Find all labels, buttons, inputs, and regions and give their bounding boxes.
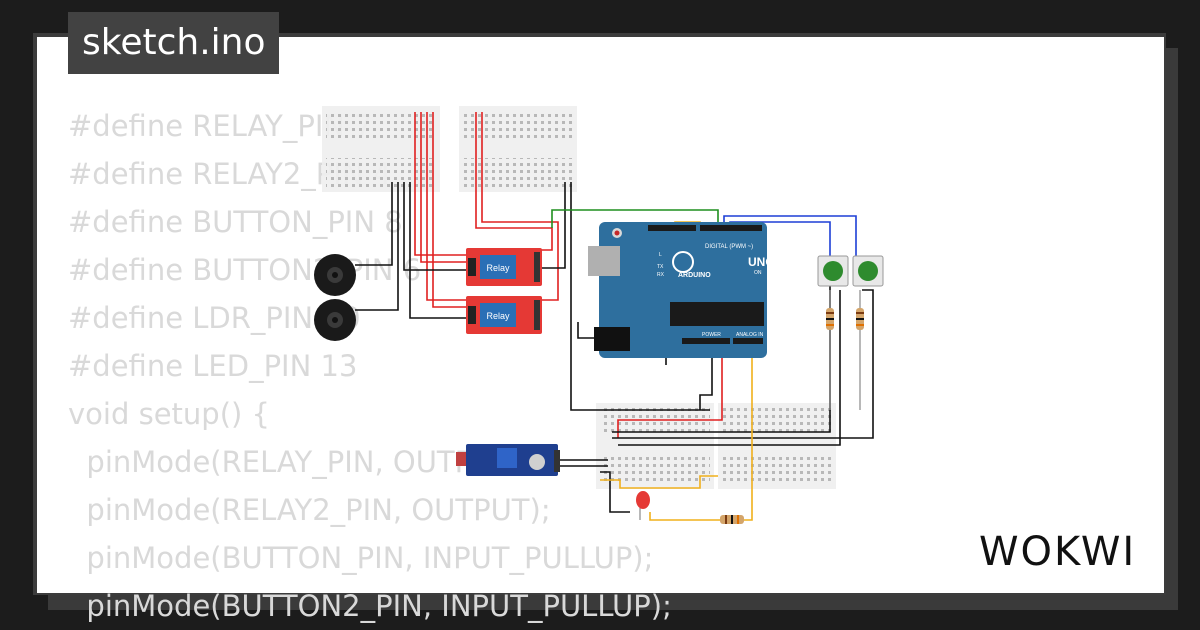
ldr-sensor-module xyxy=(456,444,560,476)
code-line: #define RELAY_PIN 7 xyxy=(68,109,373,143)
led-tx-label: TX xyxy=(657,264,664,270)
wires-red xyxy=(414,112,723,438)
board-brand-label: ARDUINO xyxy=(678,272,711,279)
resistor-2 xyxy=(856,290,864,410)
code-line: pinMode(RELAY2_PIN, OUTPUT); xyxy=(68,493,551,527)
buzzer-2 xyxy=(314,299,356,341)
code-line: #define LED_PIN 13 xyxy=(68,349,358,383)
led-on-label: ON xyxy=(754,270,762,276)
wokwi-logo-text: WOKWI xyxy=(979,529,1136,575)
relay-1-label: Relay xyxy=(486,263,510,273)
led-rx-label: RX xyxy=(657,272,665,278)
resistor-1 xyxy=(826,290,834,410)
buzzer-1 xyxy=(314,254,356,296)
relay-module-1: Relay xyxy=(466,248,542,286)
code-line: void setup() { xyxy=(68,397,270,431)
board-model-label: UNO xyxy=(748,255,775,269)
led-l-label: L xyxy=(659,252,662,258)
wokwi-logo: WOKWI xyxy=(979,529,1136,575)
push-button-1 xyxy=(817,255,849,287)
code-line: #define BUTTON_PIN 8 xyxy=(68,205,403,239)
code-line: pinMode(BUTTON2_PIN, INPUT_PULLUP); xyxy=(68,589,672,623)
red-led xyxy=(636,491,650,520)
power-pins-label: POWER xyxy=(702,332,721,338)
breadboard-bottom-right xyxy=(718,403,836,489)
resistor-3 xyxy=(720,515,744,524)
breadboard-top-left xyxy=(322,106,440,192)
relay-module-2: Relay xyxy=(466,296,542,334)
push-button-2 xyxy=(852,255,884,287)
digital-pins-label: DIGITAL (PWM ~) xyxy=(705,244,753,250)
sketch-filename-badge: sketch.ino xyxy=(68,12,280,74)
arduino-uno-board: DIGITAL (PWM ~) UNO ARDUINO POWER ANALOG… xyxy=(588,222,775,358)
code-line: #define BUTTON2_PIN 6 xyxy=(68,253,422,287)
relay-2-label: Relay xyxy=(486,311,510,321)
code-line: pinMode(BUTTON_PIN, INPUT_PULLUP); xyxy=(68,541,654,575)
analog-pins-label: ANALOG IN xyxy=(736,332,764,338)
breadboard-bottom-left xyxy=(596,403,714,489)
wire-green xyxy=(551,209,719,228)
